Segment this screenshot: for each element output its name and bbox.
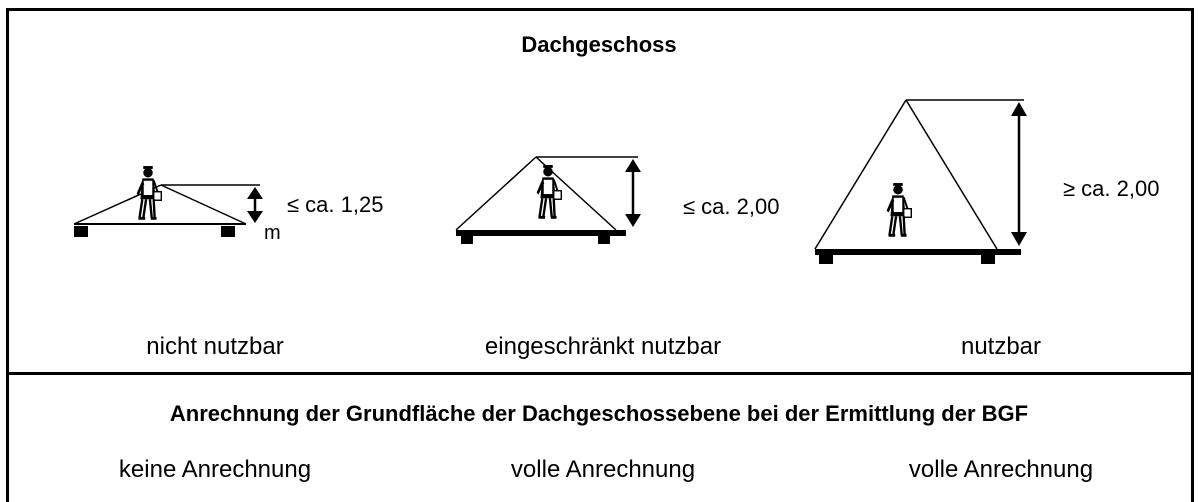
roof-support-icon (819, 255, 833, 264)
roof-diagram-2 (455, 156, 641, 244)
unit-label-1: m (264, 222, 281, 244)
anrechnung-label-1: keine Anrechnung (118, 456, 312, 483)
height-arrow-icon (247, 187, 263, 223)
roof-support-icon (981, 255, 995, 264)
roof-support-icon (461, 236, 473, 244)
roof-support-icon (74, 226, 88, 237)
status-label-1: nicht nutzbar (146, 333, 284, 360)
diagram-frame (6, 8, 1194, 502)
anrechnung-label-2: volle Anrechnung (510, 456, 696, 483)
status-label-2: eingeschränkt nutzbar (484, 333, 722, 360)
section-divider (6, 372, 1194, 375)
height-arrow-icon (625, 159, 641, 227)
roof-diagram-3 (814, 99, 1027, 264)
section-title: Anrechnung der Grundfläche der Dachgesch… (169, 401, 1029, 426)
roof-support-icon (221, 226, 235, 237)
height-label-2: ≤ ca. 2,00 (683, 194, 780, 219)
height-label-1: ≤ ca. 1,25 (287, 192, 384, 217)
person-with-bucket-icon (885, 181, 913, 237)
diagram-title: Dachgeschoss (521, 32, 677, 57)
person-with-bucket-icon (135, 164, 163, 220)
roof-diagram-1 (73, 164, 263, 237)
person-with-bucket-icon (535, 163, 563, 219)
status-label-3: nutzbar (960, 333, 1042, 360)
height-arrow-icon (1011, 102, 1027, 246)
height-label-3: ≥ ca. 2,00 (1063, 176, 1160, 201)
anrechnung-label-3: volle Anrechnung (908, 456, 1094, 483)
roof-support-icon (598, 236, 610, 244)
